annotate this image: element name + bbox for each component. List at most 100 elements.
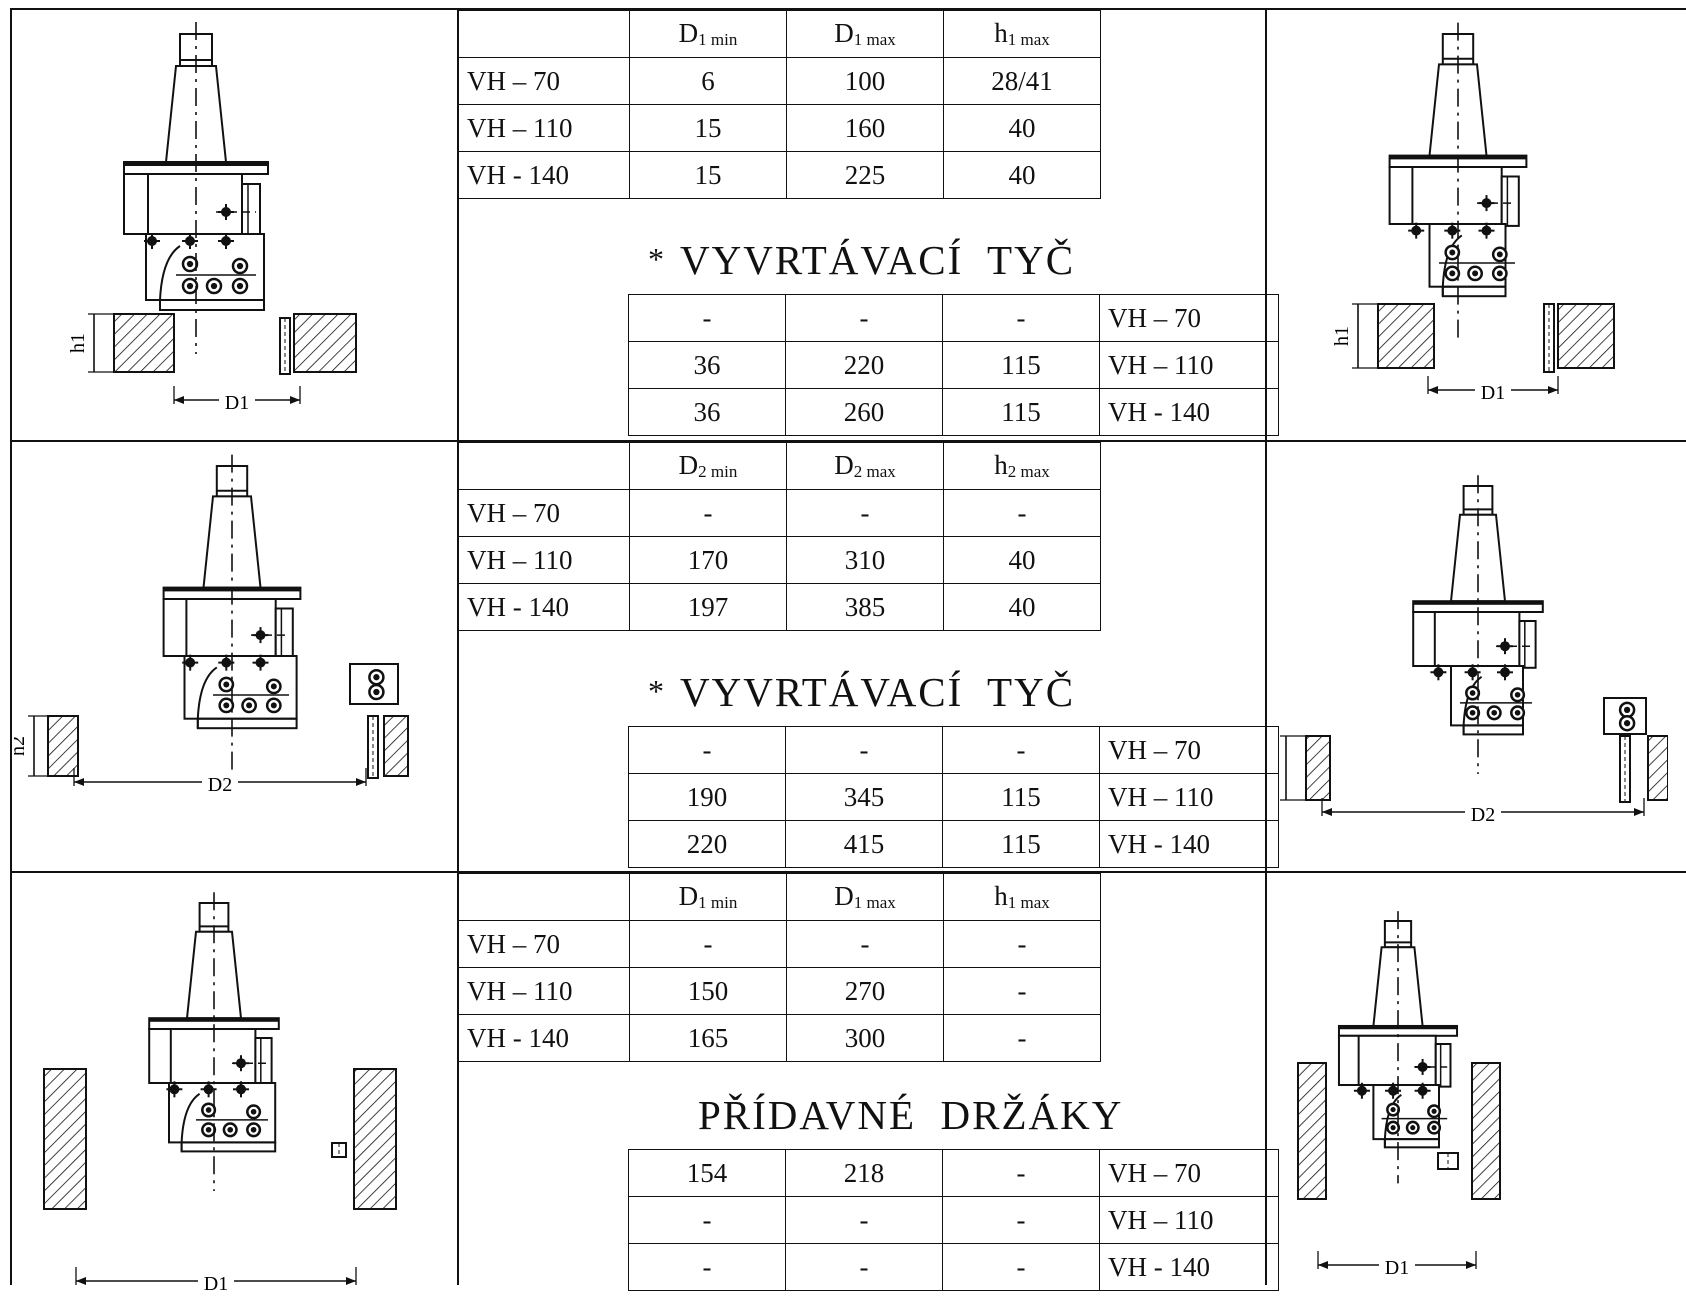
- dimension-diameter: D2: [1321, 798, 1645, 826]
- dimension-diameter: D1: [75, 1267, 357, 1295]
- header-symbol: h: [994, 450, 1008, 480]
- value-cell: 197: [629, 583, 787, 631]
- column-header: D1 min: [629, 10, 787, 58]
- value-cell: 225: [786, 151, 944, 199]
- table-row: VH – 70---: [458, 920, 1101, 968]
- value-cell: -: [942, 1196, 1100, 1244]
- value-cell: 115: [942, 341, 1100, 389]
- value-cell: 6: [629, 57, 787, 105]
- dimension-diameter: D1: [1317, 1251, 1477, 1279]
- model-cell: VH – 110: [1099, 341, 1279, 389]
- value-cell: -: [943, 489, 1101, 537]
- value-cell: 190: [628, 773, 786, 821]
- value-cell: 170: [629, 536, 787, 584]
- workpiece-section: [1297, 1062, 1501, 1200]
- value-cell: -: [943, 967, 1101, 1015]
- workpiece-section: [43, 1068, 397, 1210]
- right-technical-drawing: D1: [1268, 877, 1668, 1302]
- table-row: ---VH - 140: [628, 1243, 1279, 1291]
- value-cell: 115: [942, 820, 1100, 868]
- left-technical-drawing: D2 h2: [7, 446, 434, 871]
- caption-text: VYVRTÁVACÍ TYČ: [680, 237, 1076, 283]
- frame-top: [10, 8, 1686, 10]
- header-symbol: h: [994, 18, 1008, 48]
- header-symbol: D: [678, 18, 699, 48]
- value-cell: -: [628, 294, 786, 342]
- value-cell: 40: [943, 104, 1101, 152]
- value-cell: 220: [628, 820, 786, 868]
- table-row: ---VH – 70: [628, 726, 1279, 774]
- boring-head-drawing: [1388, 22, 1528, 338]
- value-cell: -: [785, 1196, 943, 1244]
- model-cell: VH - 140: [458, 1014, 630, 1062]
- dimension-h-label: h2: [14, 736, 29, 756]
- dimension-d-label: D1: [1385, 1257, 1409, 1279]
- value-cell: 40: [943, 583, 1101, 631]
- dimension-height: h1: [1331, 303, 1378, 369]
- value-cell: 385: [786, 583, 944, 631]
- value-cell: 415: [785, 820, 943, 868]
- table-row: ---VH – 110: [628, 1196, 1279, 1244]
- value-cell: 270: [786, 967, 944, 1015]
- table-row: VH – 70---: [458, 489, 1101, 537]
- section-caption: *VYVRTÁVACÍ TYČ: [648, 668, 1075, 716]
- model-cell: VH - 140: [458, 583, 630, 631]
- header-subscript: 2 max: [853, 462, 896, 481]
- header-subscript: 1 min: [698, 30, 738, 49]
- dimension-d-label: D2: [208, 774, 232, 796]
- value-cell: 260: [785, 388, 943, 436]
- column-header: D1 max: [786, 10, 944, 58]
- value-cell: 15: [629, 151, 787, 199]
- row-divider-2: [10, 871, 1686, 873]
- value-cell: -: [943, 920, 1101, 968]
- value-cell: 100: [786, 57, 944, 105]
- value-cell: 154: [628, 1149, 786, 1197]
- column-header: h2 max: [943, 442, 1101, 490]
- workpiece-section: [113, 313, 357, 375]
- model-cell: VH – 110: [1099, 1196, 1279, 1244]
- model-cell: VH - 140: [1099, 1243, 1279, 1291]
- model-cell: VH - 140: [1099, 388, 1279, 436]
- value-cell: 220: [785, 341, 943, 389]
- value-cell: -: [786, 489, 944, 537]
- header-subscript: 1 max: [1007, 893, 1050, 912]
- frame-left: [10, 8, 12, 1285]
- value-cell: 40: [943, 536, 1101, 584]
- workpiece-section: [1305, 697, 1669, 803]
- drawing-left-2: D2 h2: [7, 454, 409, 796]
- header-symbol: D: [834, 450, 854, 480]
- model-cell: VH – 70: [1099, 726, 1279, 774]
- value-cell: -: [785, 1243, 943, 1291]
- dimension-d-label: D1: [1481, 382, 1505, 404]
- boring-head-drawing: [148, 892, 280, 1191]
- header-blank-cell: [458, 442, 630, 490]
- caption-text: PŘÍDAVNÉ DRŽÁKY: [698, 1092, 1124, 1138]
- value-cell: -: [629, 920, 787, 968]
- table-row: ---VH – 70: [628, 294, 1279, 342]
- caption-text: VYVRTÁVACÍ TYČ: [680, 669, 1076, 715]
- column-header: D1 max: [786, 873, 944, 921]
- drawing-left-3: D1: [43, 892, 397, 1295]
- value-cell: -: [942, 726, 1100, 774]
- boring-head-drawing: [1337, 911, 1459, 1184]
- value-cell: 115: [942, 773, 1100, 821]
- value-cell: -: [942, 1243, 1100, 1291]
- value-cell: -: [628, 726, 786, 774]
- value-cell: 165: [629, 1014, 787, 1062]
- value-cell: -: [943, 1014, 1101, 1062]
- model-cell: VH - 140: [458, 151, 630, 199]
- header-blank-cell: [458, 873, 630, 921]
- drawing-right-3: D1: [1297, 911, 1501, 1279]
- dimension-diameter: D1: [173, 386, 301, 414]
- asterisk-mark: *: [648, 241, 666, 277]
